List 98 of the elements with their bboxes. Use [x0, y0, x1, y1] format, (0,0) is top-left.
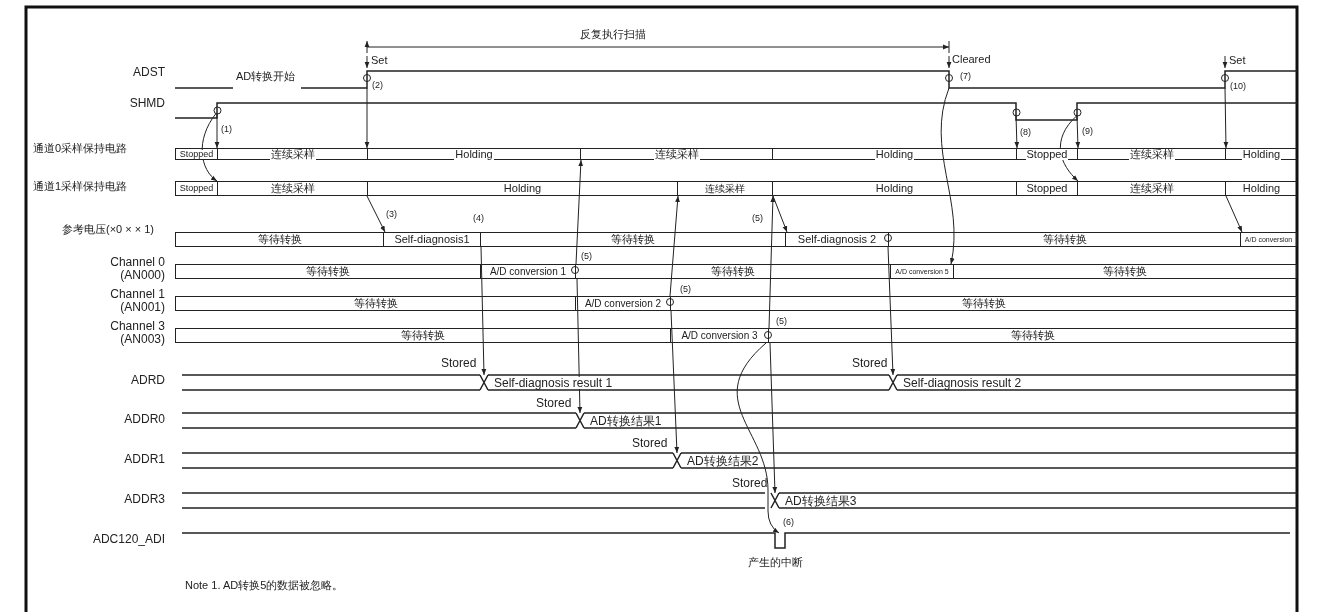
data-segment — [182, 493, 765, 508]
event-label: Stored — [732, 477, 768, 490]
transition-marker — [213, 106, 221, 114]
event-label: Cleared — [952, 53, 991, 66]
state-segment: 连续采样 — [580, 148, 772, 160]
data-segment: AD转换结果2 — [673, 453, 1297, 468]
state-segment: 等待转换 — [768, 328, 1297, 343]
state-segment: 等待转换 — [575, 264, 890, 279]
event-label: Stored — [536, 397, 572, 410]
arrow — [669, 195, 680, 297]
data-segment — [182, 375, 480, 390]
arrow — [887, 246, 896, 376]
state-segment: Holding — [367, 181, 677, 196]
state-segment: Self-diagnosis 2 — [785, 232, 888, 247]
state-segment: 等待转换 — [175, 328, 670, 343]
state-segment: 等待转换 — [888, 232, 1240, 247]
event-label: Stored — [632, 437, 668, 450]
state-segment: Holding — [772, 148, 1016, 160]
data-segment — [182, 453, 673, 468]
state-segment: Stopped — [175, 148, 217, 160]
event-label: Stored — [441, 357, 477, 370]
state-segment: Holding — [367, 148, 580, 160]
data-segment: Self-diagnosis result 1 — [480, 375, 889, 390]
state-segment: Holding — [772, 181, 1016, 196]
callout-number: (6) — [783, 516, 794, 529]
state-segment: 等待转换 — [175, 264, 480, 279]
callout-number: (5) — [752, 212, 763, 225]
arrow — [575, 159, 584, 265]
arrow — [480, 246, 487, 376]
arrow — [214, 113, 220, 149]
signal-name: 参考电压(×0 × × 1) — [62, 223, 155, 236]
state-segment: 连续采样 — [217, 148, 367, 160]
arrow — [736, 342, 780, 534]
signal-name: 通道1采样保持电路 — [33, 180, 128, 193]
event-label: Set — [371, 54, 388, 67]
arrow — [1225, 195, 1243, 233]
dimension-label: 反复执行扫描 — [580, 28, 646, 41]
state-segment: A/D conversion 2 — [575, 296, 670, 311]
signal-name: Channel 1 (AN001) — [109, 288, 165, 314]
callout-number: (3) — [386, 208, 397, 221]
footnote: Note 1. AD转换5的数据被忽略。 — [185, 579, 344, 592]
transition-marker — [1012, 108, 1020, 116]
signal-name: ADRD — [131, 374, 165, 387]
state-segment: Holding — [1225, 148, 1297, 160]
arrow — [1075, 115, 1081, 149]
state-segment: 等待转换 — [670, 296, 1297, 311]
data-segment: Self-diagnosis result 2 — [889, 375, 1297, 390]
state-segment: Holding — [1225, 181, 1297, 196]
callout-number: (8) — [1020, 126, 1031, 139]
state-segment: 连续采样 — [1077, 181, 1225, 196]
callout-number: (5) — [776, 315, 787, 328]
arrow — [769, 342, 778, 494]
data-segment: AD转换结果1 — [576, 413, 1297, 428]
signal-name: ADDR1 — [124, 453, 165, 466]
transition-marker — [1073, 108, 1081, 116]
signal-name: ADDR3 — [124, 493, 165, 506]
state-segment: Self-diagnosis1 — [383, 232, 480, 247]
arrow — [366, 195, 386, 233]
state-segment: Stopped — [1016, 148, 1077, 160]
signal-name: 通道0采样保持电路 — [33, 142, 128, 155]
state-segment: Stopped — [1016, 181, 1077, 196]
signal-name: Channel 3 (AN003) — [109, 320, 165, 346]
state-segment: 等待转换 — [953, 264, 1297, 279]
callout-number: (5) — [581, 250, 592, 263]
event-label: Stored — [852, 357, 888, 370]
signal-name: Channel 0 (AN000) — [109, 256, 165, 282]
arrow — [772, 195, 788, 233]
arrow — [364, 87, 370, 149]
signal-name: ADST — [133, 66, 165, 79]
node-label: 产生的中断 — [748, 556, 803, 569]
state-segment: 等待转换 — [480, 232, 785, 247]
arrow — [1223, 87, 1229, 149]
signal-name: ADDR0 — [124, 413, 165, 426]
event-label: Set — [1229, 54, 1246, 67]
arrow — [670, 310, 680, 454]
callout-number: (1) — [221, 123, 232, 136]
state-segment: A/D conversion 3 — [670, 328, 768, 343]
state-segment: 等待转换 — [175, 296, 575, 311]
state-segment: 连续采样 — [1077, 148, 1225, 160]
data-segment: AD转换结果3 — [771, 493, 1297, 508]
state-segment: A/D conversion 1 — [480, 264, 575, 279]
callout-number: (4) — [473, 212, 484, 225]
arrow — [1014, 115, 1020, 149]
callout-number: (9) — [1082, 125, 1093, 138]
arrow — [201, 113, 218, 182]
state-segment: Stopped — [175, 181, 217, 196]
arrow — [768, 195, 776, 329]
state-segment: 连续采样 — [677, 181, 772, 196]
signal-waveform — [182, 533, 1290, 548]
signal-name: ADC120_ADI — [92, 533, 165, 546]
arrow — [940, 87, 955, 265]
signal-name: SHMD — [129, 97, 165, 110]
state-segment: 等待转换 — [175, 232, 383, 247]
callout-number: (7) — [960, 70, 971, 83]
arrow — [576, 278, 583, 414]
state-segment: 连续采样 — [217, 181, 367, 196]
data-segment — [182, 413, 576, 428]
callout-number: (5) — [680, 283, 691, 296]
